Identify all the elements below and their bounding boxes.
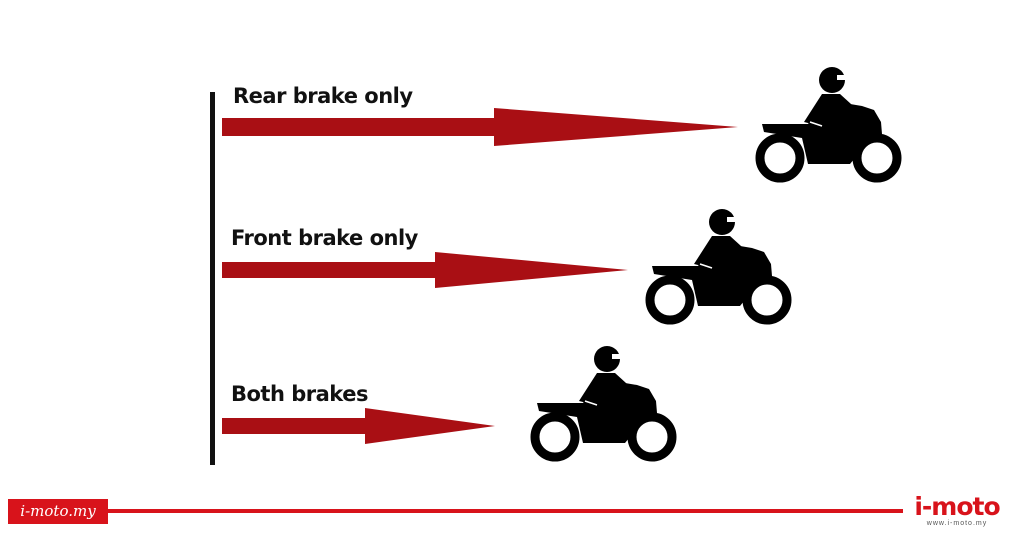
arrow-rear-brake [222,108,738,146]
motorcycle-icon-both [535,346,672,457]
brand-logo-text: i-moto [914,492,1000,521]
brand-url: www.i-moto.my [926,520,988,527]
footer-logo-left: i-moto.my [8,499,108,524]
arrow-front-brake [222,252,628,288]
motorcycle-icon-rear [760,67,897,178]
label-both-brakes: Both brakes [231,382,368,406]
start-line [210,92,215,465]
label-rear-brake: Rear brake only [233,84,413,108]
label-front-brake: Front brake only [231,226,418,250]
motorcycle-icon-front [650,209,787,320]
footer-divider [108,509,903,513]
arrow-both-brakes [222,408,495,444]
footer-logo-right: i-moto www.i-moto.my [898,494,1016,528]
